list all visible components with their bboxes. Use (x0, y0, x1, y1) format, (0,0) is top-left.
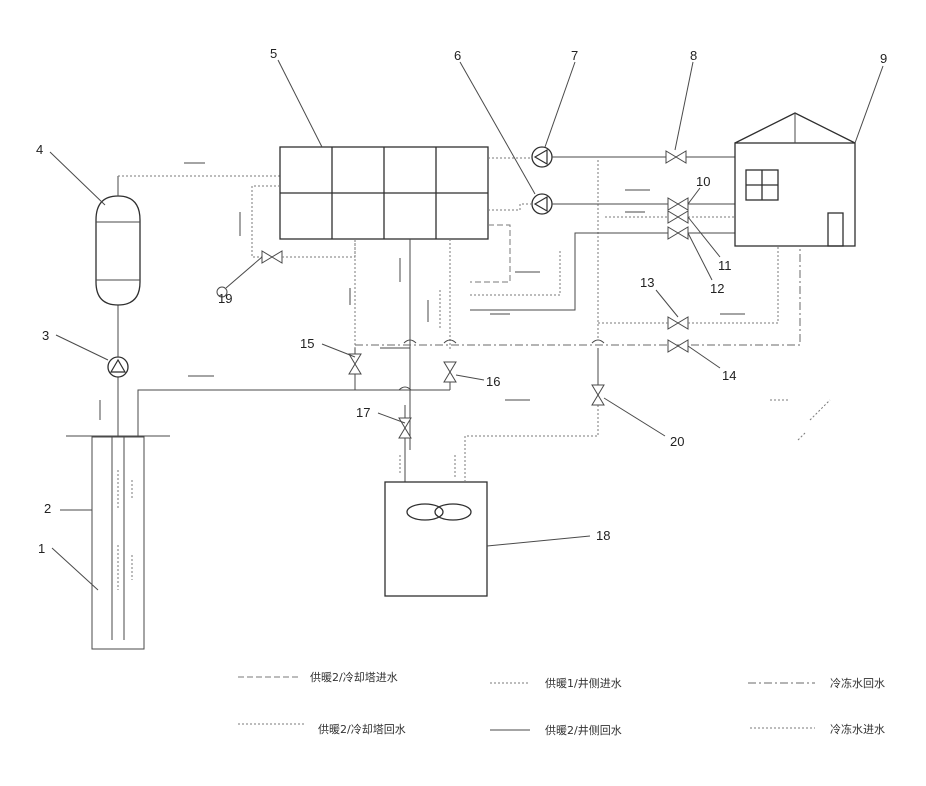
legend-text: 供暖2/冷却塔进水 (310, 670, 398, 684)
legend-item: 供暖1/井侧进水 (490, 676, 622, 690)
well (66, 436, 170, 649)
label-13: 13 (640, 275, 654, 290)
legend-text: 供暖2/冷却塔回水 (318, 722, 406, 736)
label-1: 1 (38, 541, 45, 556)
leader-lines (50, 60, 883, 590)
legend-item: 供暖2/冷却塔回水 (238, 722, 406, 736)
legend-item: 冷冻水进水 (750, 722, 885, 736)
valve-17 (399, 405, 411, 482)
label-6: 6 (454, 48, 461, 63)
label-16: 16 (486, 374, 500, 389)
label-14: 14 (722, 368, 736, 383)
legend-text: 供暖1/井侧进水 (545, 676, 622, 690)
valve-11 (668, 211, 688, 223)
grid-unit-5 (280, 147, 488, 239)
valve-8 (666, 151, 686, 163)
label-2: 2 (44, 501, 51, 516)
valve-13 (668, 317, 688, 329)
label-15: 15 (300, 336, 314, 351)
legend-text: 冷冻水进水 (830, 722, 885, 736)
valve-10 (668, 198, 688, 210)
legend-text: 冷冻水回水 (830, 676, 885, 690)
label-12: 12 (710, 281, 724, 296)
label-4: 4 (36, 142, 43, 157)
label-18: 18 (596, 528, 610, 543)
label-19: 19 (218, 291, 232, 306)
valve-20 (592, 348, 604, 405)
legend-text: 供暖2/井侧回水 (545, 723, 622, 737)
valve-16 (444, 362, 456, 390)
cooling-tower-18 (385, 482, 487, 596)
legend-item: 冷冻水回水 (748, 676, 885, 690)
label-10: 10 (696, 174, 710, 189)
number-labels: 1 2 3 4 5 6 7 8 9 10 11 12 13 14 15 16 1… (36, 46, 887, 556)
pump-6 (532, 194, 552, 214)
pump-7 (532, 147, 552, 167)
label-11: 11 (718, 258, 732, 273)
legend: 供暖2/冷却塔进水 供暖1/井侧进水 冷冻水回水 供暖2/冷却塔回水 供暖2/井… (238, 670, 885, 737)
house-9 (735, 113, 855, 246)
valve-15 (349, 348, 361, 390)
valve-19 (262, 251, 282, 263)
tank-4 (96, 176, 140, 305)
label-9: 9 (880, 51, 887, 66)
label-17: 17 (356, 405, 370, 420)
label-7: 7 (571, 48, 578, 63)
valve-14 (668, 340, 688, 352)
legend-item: 供暖2/冷却塔进水 (238, 670, 398, 684)
label-8: 8 (690, 48, 697, 63)
pump-3 (108, 305, 128, 437)
label-20: 20 (670, 434, 684, 449)
valve-12 (668, 227, 688, 239)
label-5: 5 (270, 46, 277, 61)
legend-item: 供暖2/井侧回水 (490, 723, 622, 737)
label-3: 3 (42, 328, 49, 343)
